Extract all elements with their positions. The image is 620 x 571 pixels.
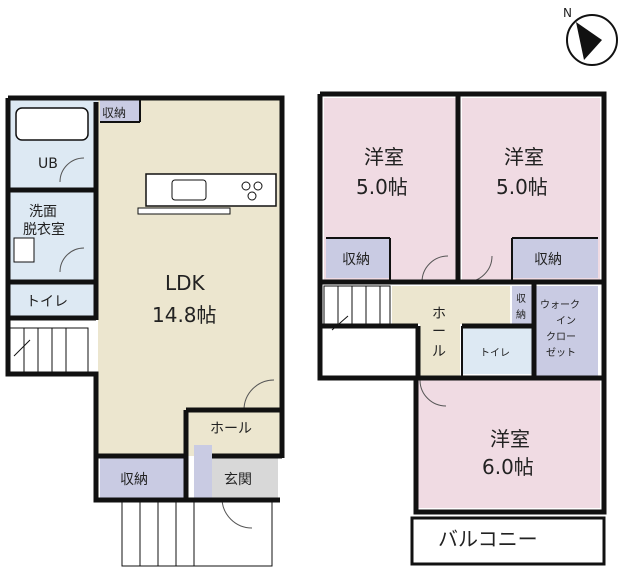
- storage-bottom-label: 収納: [120, 472, 148, 488]
- walkin-closet-area: [536, 286, 598, 376]
- storage-right-label: 収納: [534, 252, 562, 268]
- washroom-label-1: 洗面: [29, 204, 57, 220]
- room-bottom-size: 6.0帖: [482, 455, 534, 479]
- stairs-floor1: [9, 327, 89, 375]
- compass: N: [563, 6, 618, 66]
- room-right-name: 洋室: [504, 145, 544, 169]
- hall2-char-3: ル: [432, 344, 446, 360]
- doors-floor1: [59, 157, 275, 529]
- thin-walls-floor2: [326, 237, 598, 376]
- toilet2-area: [462, 328, 534, 374]
- storage-left-area: [326, 238, 390, 278]
- walls-floor1: [5, 95, 285, 503]
- walkin-label-4: ゼット: [546, 347, 576, 359]
- balcony-label: バルコニー: [438, 527, 538, 551]
- room-bottom-area: [418, 380, 600, 508]
- toilet-label: トイレ: [26, 294, 68, 310]
- stove-icon: [241, 181, 263, 201]
- storage-top-label: 収納: [102, 106, 126, 120]
- sink-icon: [13, 237, 35, 263]
- hall-label: ホール: [210, 421, 252, 437]
- storage-right-area: [512, 238, 598, 278]
- storage-small-char-1: 収: [516, 293, 526, 305]
- ldk-area: [98, 100, 280, 456]
- storage-left-label: 収納: [342, 252, 370, 268]
- bathtub-icon: [15, 107, 89, 141]
- north-arrow-icon: [576, 22, 602, 60]
- entrance-area: [212, 458, 278, 498]
- kitchen-counter: [137, 173, 277, 215]
- shoe-cabinet: [194, 445, 212, 498]
- floor-1: 収納 UB 洗面 脱衣室 トイレ LDK 14.8帖 ホール 収納 玄関: [5, 95, 285, 567]
- walls-floor2: [317, 91, 607, 515]
- storage-top-area: [100, 100, 140, 122]
- storage-small-area: [512, 286, 534, 324]
- room-left-size: 5.0帖: [356, 175, 408, 199]
- floor-2: 洋室 5.0帖 洋室 5.0帖 収納 収納 ホ ー ル 収 納 ウォーク イン …: [317, 91, 607, 566]
- ldk-name: LDK: [165, 271, 206, 295]
- stairs-floor2: [323, 285, 391, 331]
- entry-steps: [121, 499, 273, 567]
- hall-area: [186, 410, 278, 445]
- ldk-size: 14.8帖: [152, 303, 217, 327]
- compass-north-label: N: [563, 6, 572, 20]
- hall2-area-a: [392, 286, 510, 324]
- washroom-label-2: 脱衣室: [23, 221, 65, 238]
- walkin-label-3: クロー: [546, 331, 576, 343]
- balcony-area: [410, 516, 606, 566]
- toilet2-label: トイレ: [480, 348, 510, 359]
- hall2-char-2: ー: [432, 324, 446, 340]
- washroom-area: [10, 192, 98, 282]
- thin-walls-floor1: [100, 100, 141, 123]
- toilet-area: [10, 284, 98, 318]
- room-right-size: 5.0帖: [496, 175, 548, 199]
- storage-bottom-area: [100, 458, 186, 498]
- hall2-char-1: ホ: [432, 306, 446, 322]
- room-bottom-name: 洋室: [490, 427, 530, 451]
- walkin-label-1: ウォーク: [540, 299, 580, 311]
- room-left-name: 洋室: [364, 145, 404, 169]
- storage-small-char-2: 納: [516, 308, 526, 321]
- hall2-area-b: [420, 324, 460, 376]
- kitchen-sink-icon: [171, 179, 207, 201]
- walkin-label-2: イン: [556, 316, 576, 327]
- entrance-label: 玄関: [224, 471, 252, 488]
- ub-label: UB: [38, 156, 58, 172]
